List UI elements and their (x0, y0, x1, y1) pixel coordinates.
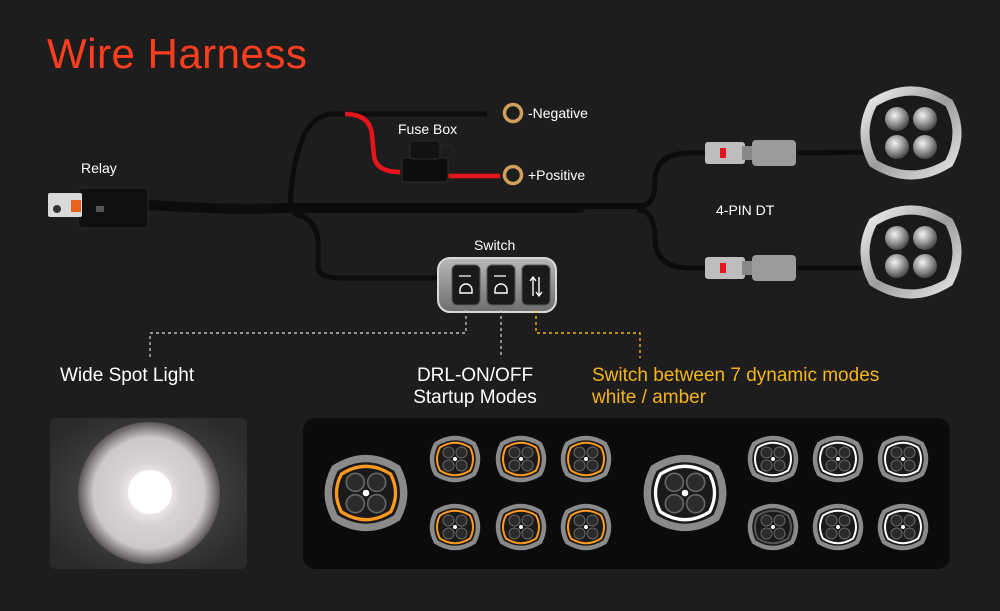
white-pod-small-1 (747, 435, 799, 483)
connector-lower (705, 255, 796, 281)
modes-label-line2: white / amber (592, 387, 707, 408)
amber-pod-small-1 (429, 435, 481, 483)
page-title: Wire Harness (47, 30, 308, 77)
callout-modes (535, 310, 641, 358)
negative-label: -Negative (528, 105, 588, 121)
white-pod-small-4 (747, 503, 799, 551)
modes-gallery (324, 435, 929, 551)
relay-label: Relay (81, 160, 117, 176)
positive-label: +Positive (528, 167, 586, 183)
callout-wide-spot (149, 310, 467, 358)
drl-label-line2: Startup Modes (413, 387, 537, 408)
ring-terminal-negative (502, 102, 524, 124)
white-pod-small-3 (877, 435, 929, 483)
amber-pod-small-4 (429, 503, 481, 551)
switch-label: Switch (474, 237, 516, 253)
amber-pod-small-5 (495, 503, 547, 551)
white-pod-large (643, 454, 727, 532)
white-pod-small-6 (877, 503, 929, 551)
amber-pod-small-3 (560, 435, 612, 483)
wide-spot-light-image (50, 418, 247, 569)
white-pod-small-5 (812, 503, 864, 551)
amber-pod-small-6 (560, 503, 612, 551)
fuse-box-label: Fuse Box (398, 121, 458, 137)
wide-spot-label: Wide Spot Light (60, 365, 195, 386)
amber-pod-small-2 (495, 435, 547, 483)
dome-light-icon[interactable] (459, 275, 473, 294)
drl-label: DRL-ON/OFF Startup Modes (400, 365, 550, 409)
mode-arrows-icon[interactable] (529, 275, 543, 298)
modes-label-line1: Switch between 7 dynamic modes (592, 365, 880, 386)
fuse-box (401, 140, 456, 183)
ring-terminal-positive (502, 164, 524, 186)
connector-label: 4-PIN DT (716, 202, 775, 218)
cable-main (145, 111, 871, 281)
drl-label-line1: DRL-ON/OFF (416, 365, 534, 386)
positive-wire (344, 111, 500, 179)
switch-panel (437, 257, 557, 313)
modes-label: Switch between 7 dynamic modes white / a… (592, 365, 879, 409)
pod-light-upper (860, 86, 962, 180)
amber-pod-large (324, 454, 408, 532)
relay (48, 187, 149, 229)
high-beam-icon[interactable] (494, 275, 508, 294)
pod-light-lower (860, 205, 962, 299)
connector-upper (705, 140, 796, 166)
white-pod-small-2 (812, 435, 864, 483)
